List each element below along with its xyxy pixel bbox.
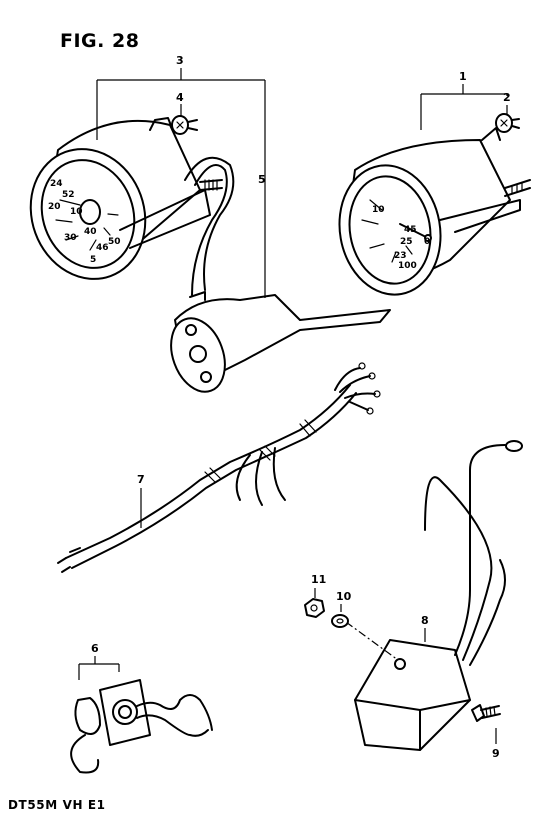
- speedometer: 10 0 25 23 45 100: [338, 139, 531, 296]
- tach-mark-20: 20: [48, 202, 61, 212]
- callout-2: 2: [503, 91, 511, 104]
- callout-1: 1: [459, 70, 467, 83]
- callout-3: 3: [176, 54, 184, 67]
- wire-harness: [57, 362, 381, 573]
- speed-mark-25: 25: [400, 237, 413, 247]
- callout-6: 6: [91, 642, 99, 655]
- remote-control-cable: [170, 156, 391, 393]
- tach-mark-52: 52: [62, 190, 75, 200]
- tach-mark-5: 5: [90, 255, 96, 265]
- callout-4: 4: [176, 91, 184, 104]
- figure-title: FIG. 28: [60, 30, 140, 52]
- rectifier-box: [354, 440, 523, 751]
- tach-mark-10: 10: [70, 207, 83, 217]
- tach-mark-40: 40: [84, 227, 97, 237]
- tach-mark-30: 30: [64, 233, 77, 243]
- washer-10: [331, 614, 349, 628]
- speed-mark-0: 0: [424, 237, 430, 247]
- bulb-socket-4: [171, 115, 198, 135]
- speed-mark-23: 23: [394, 251, 407, 261]
- bolt-9: [471, 704, 501, 722]
- callout-8: 8: [421, 614, 429, 627]
- callout-10: 10: [336, 590, 352, 603]
- tach-mark-46: 46: [96, 243, 109, 253]
- leader-lines: [78, 68, 508, 744]
- nut-11: [304, 598, 325, 618]
- speed-mark-10: 10: [372, 205, 385, 215]
- model-code: DT55M VH E1: [8, 798, 106, 812]
- callout-9: 9: [492, 747, 500, 760]
- speed-mark-100: 100: [398, 261, 417, 271]
- switch-assembly: [70, 679, 213, 774]
- tach-mark-24: 24: [50, 179, 63, 189]
- callout-5: 5: [258, 173, 266, 186]
- speed-mark-45: 45: [404, 225, 417, 235]
- callout-11: 11: [311, 573, 326, 586]
- callout-7: 7: [137, 473, 145, 486]
- tach-mark-50: 50: [108, 237, 121, 247]
- bulb-socket-2: [481, 113, 520, 141]
- tachometer: 24 52 20 10 40 50 30 46 5: [29, 117, 223, 280]
